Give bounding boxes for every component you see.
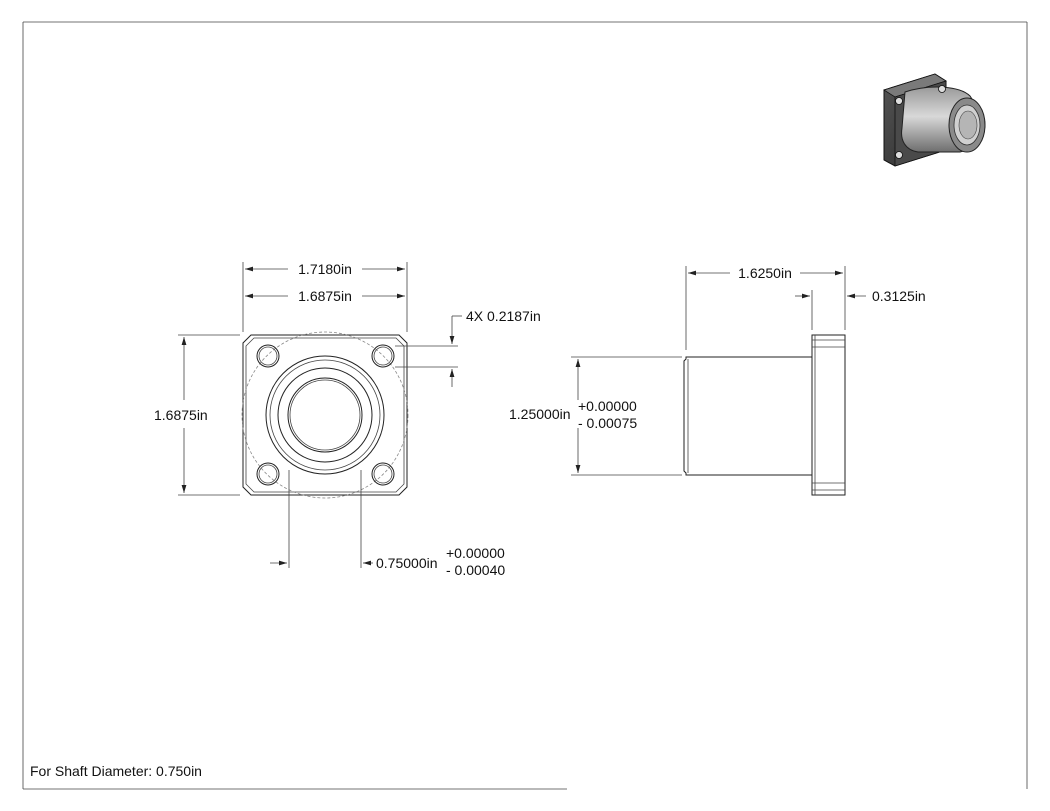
bore-tolerance-minus: - 0.00040 (446, 562, 505, 578)
body-tolerance-plus: +0.00000 (578, 398, 637, 414)
bore-tolerance-plus: +0.00000 (446, 545, 505, 561)
bore-diameter-dimension: 0.75000in (376, 555, 438, 571)
flange-thickness-dimension: 0.3125in (872, 288, 926, 304)
front-view (241, 331, 409, 499)
body-tolerance-minus: - 0.00075 (578, 415, 637, 431)
overall-length-dimension: 1.6250in (738, 265, 792, 281)
hole-spacing-height-dimension: 1.6875in (154, 407, 208, 423)
hole-diameter-callout: 4X 0.2187in (466, 308, 541, 324)
overall-width-dimension: 1.7180in (298, 261, 352, 277)
side-view (683, 334, 846, 496)
side-dimension-lines (571, 266, 866, 476)
mounting-hole-bottom-right (371, 462, 395, 486)
sheet-border (22, 21, 1028, 790)
mounting-hole-top-right (371, 344, 395, 368)
shaft-diameter-note: For Shaft Diameter: 0.750in (30, 763, 202, 779)
mounting-hole-top-left (256, 344, 280, 368)
hole-spacing-width-dimension: 1.6875in (298, 288, 352, 304)
body-diameter-dimension: 1.25000in (509, 406, 571, 422)
isometric-preview (883, 73, 986, 167)
mounting-hole-bottom-left (256, 462, 280, 486)
front-dimension-lines (178, 262, 462, 568)
